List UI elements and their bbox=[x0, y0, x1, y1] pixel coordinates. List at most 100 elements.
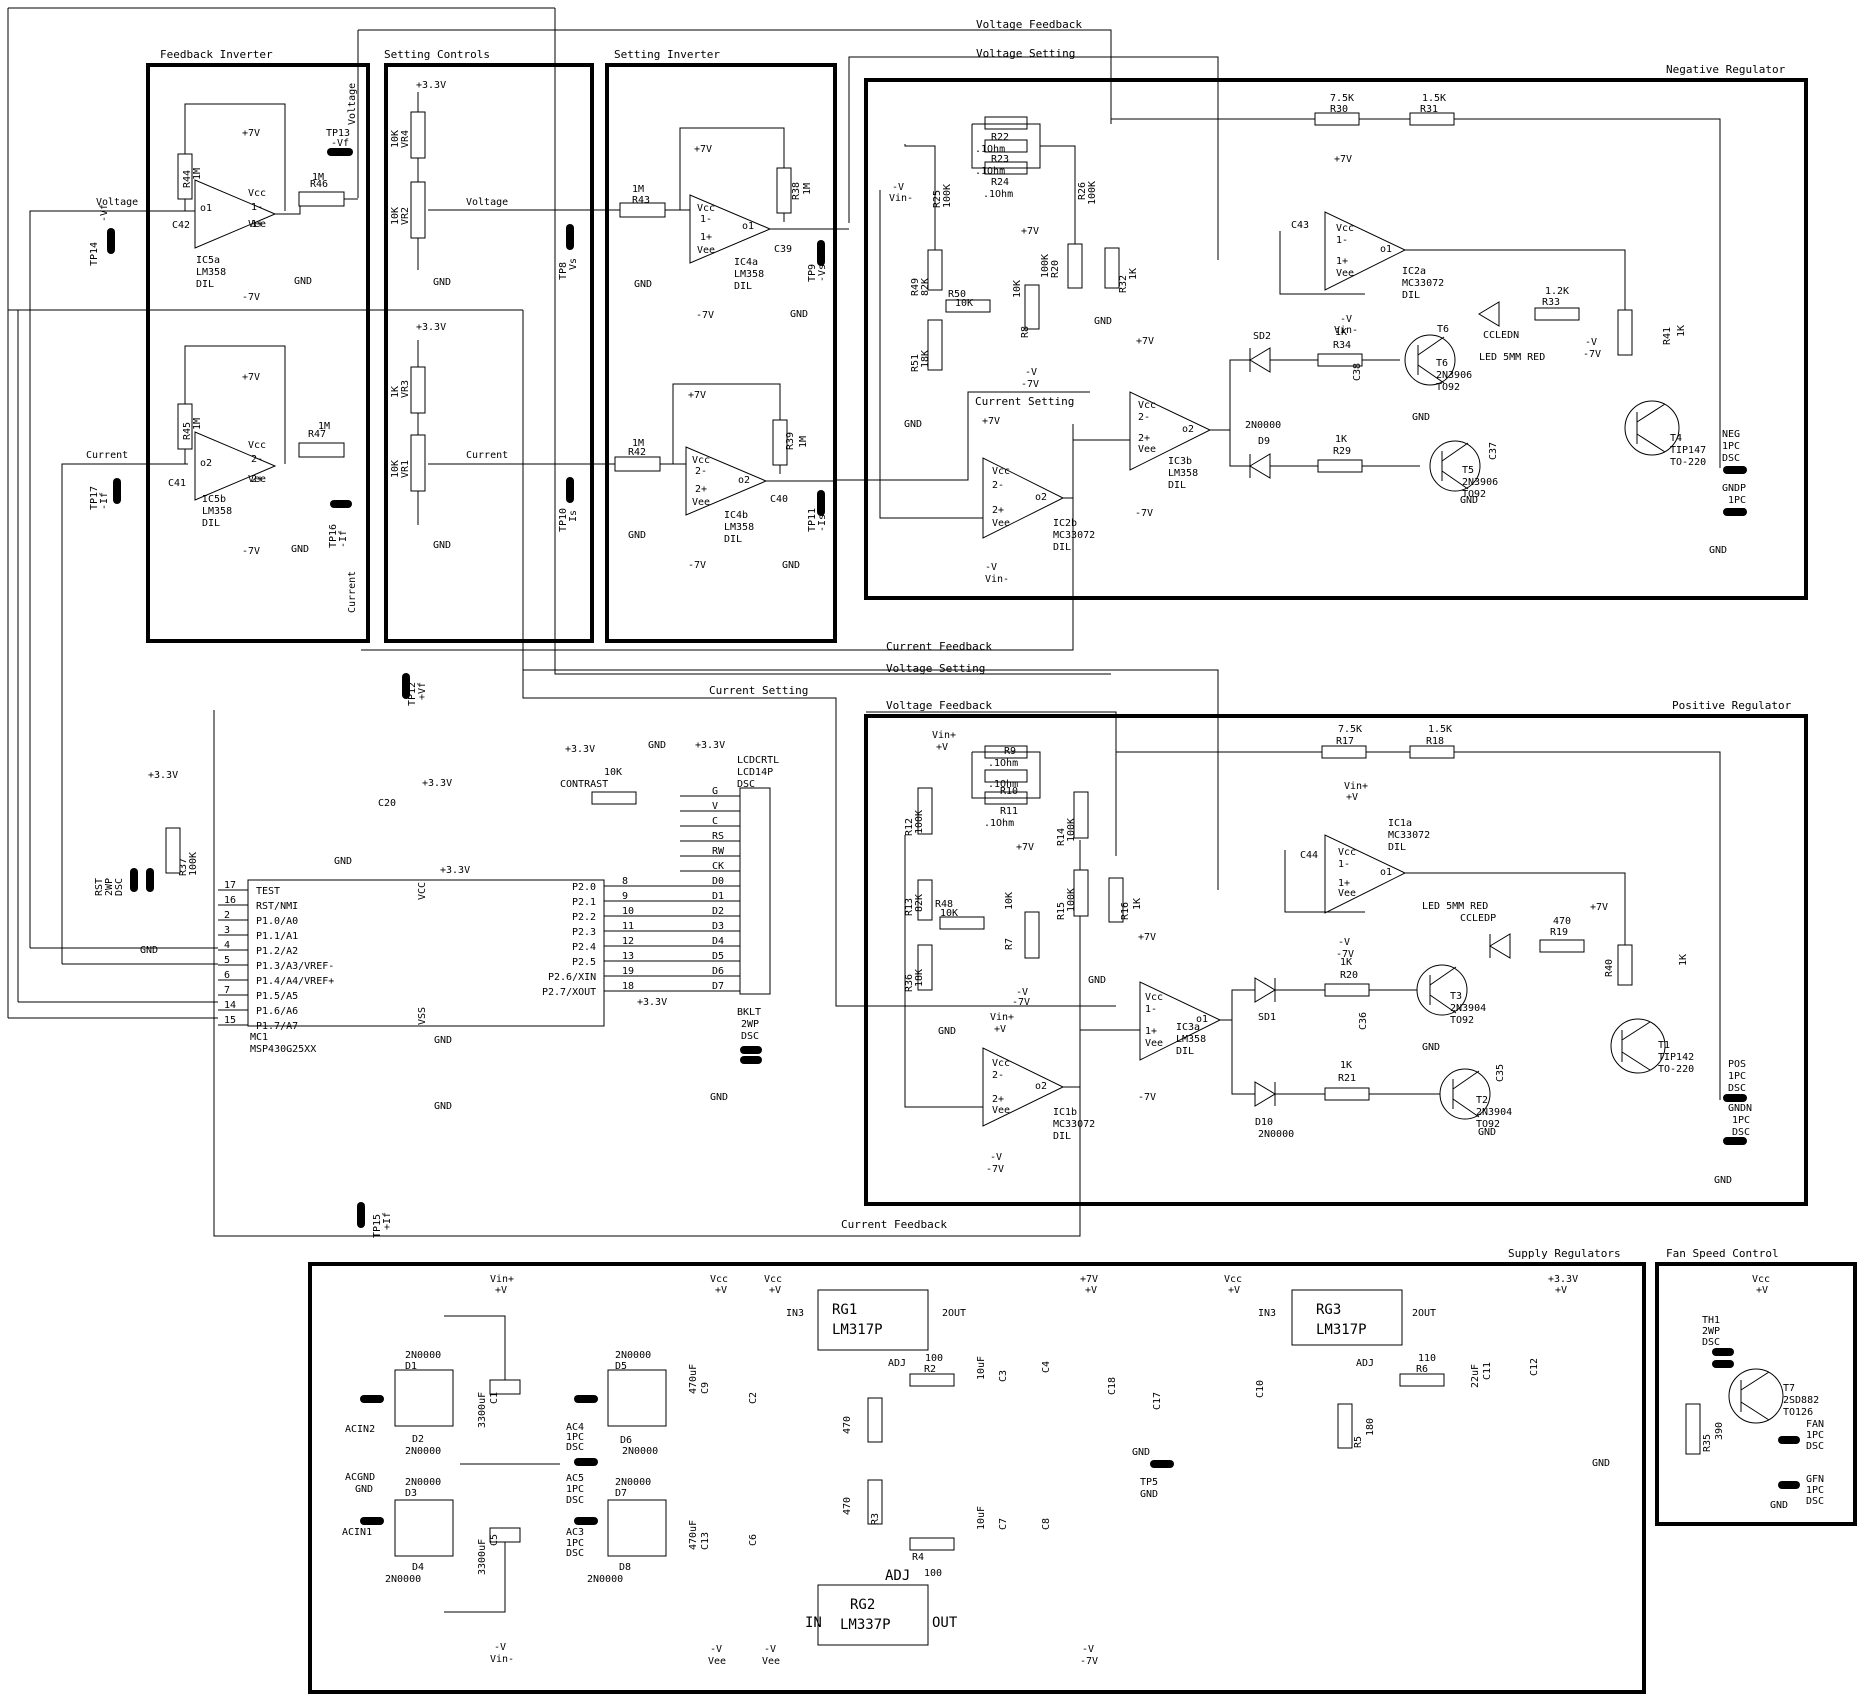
svg-text:DIL: DIL bbox=[1168, 480, 1186, 491]
svg-text:R14: R14 bbox=[1056, 828, 1067, 846]
svg-text:DSC: DSC bbox=[1806, 1496, 1824, 1507]
svg-text:-7V: -7V bbox=[242, 292, 260, 303]
svg-text:R2: R2 bbox=[924, 1364, 936, 1375]
svg-text:Vee: Vee bbox=[248, 219, 266, 230]
svg-text:DIL: DIL bbox=[734, 281, 752, 292]
svg-text:AC4: AC4 bbox=[566, 1422, 584, 1433]
svg-text:100K: 100K bbox=[1087, 181, 1098, 205]
svg-text:C35: C35 bbox=[1495, 1064, 1506, 1082]
svg-text:1PC: 1PC bbox=[1728, 495, 1746, 506]
tp9-test-point[interactable]: TP9 -Vs bbox=[807, 240, 828, 282]
svg-text:R35: R35 bbox=[1702, 1434, 1713, 1452]
neg-output-connector[interactable] bbox=[1723, 466, 1747, 516]
ic4a-opamp: 1M R43 o1 Vcc Vee 1- 1+ IC4a LM358 DIL R… bbox=[555, 127, 849, 321]
svg-text:P2.3: P2.3 bbox=[572, 927, 596, 938]
tp12-test-point[interactable]: TP12 +Vf bbox=[402, 673, 428, 706]
fan-connectors[interactable] bbox=[1712, 1348, 1800, 1489]
svg-text:o2: o2 bbox=[738, 475, 750, 486]
svg-text:1K: 1K bbox=[1132, 898, 1143, 910]
svg-text:LM337P: LM337P bbox=[840, 1617, 891, 1633]
svg-text:R21: R21 bbox=[1338, 1073, 1356, 1084]
svg-text:C44: C44 bbox=[1300, 850, 1318, 861]
svg-text:SD1: SD1 bbox=[1258, 1012, 1276, 1023]
rst-connector[interactable]: RST 2WP DSC bbox=[94, 868, 154, 896]
svg-text:NEG: NEG bbox=[1722, 429, 1740, 440]
svg-text:IN: IN bbox=[805, 1615, 822, 1631]
svg-text:CCLEDN: CCLEDN bbox=[1483, 330, 1519, 341]
svg-text:R49: R49 bbox=[910, 278, 921, 296]
voltage-setting-net: Voltage Setting Voltage Setting bbox=[523, 47, 1219, 890]
lcd-pin: D3 bbox=[680, 921, 740, 932]
svg-text:8: 8 bbox=[622, 876, 628, 887]
svg-text:DSC: DSC bbox=[566, 1442, 584, 1453]
svg-text:9: 9 bbox=[622, 891, 628, 902]
svg-text:GND: GND bbox=[1132, 1447, 1150, 1458]
svg-text:1PC: 1PC bbox=[1728, 1071, 1746, 1082]
lcd-pin: C bbox=[680, 816, 740, 827]
svg-text:P2.1: P2.1 bbox=[572, 897, 596, 908]
svg-text:o2: o2 bbox=[200, 458, 212, 469]
tp16-test-point[interactable]: TP16 -If bbox=[328, 500, 352, 548]
svg-text:C9: C9 bbox=[700, 1382, 711, 1394]
ac-input-connectors[interactable]: ACIN2 ACGND GND ACIN1 bbox=[342, 1395, 384, 1538]
svg-text:-If: -If bbox=[99, 492, 110, 510]
svg-text:+3.3V: +3.3V bbox=[148, 770, 178, 781]
svg-text:T6: T6 bbox=[1437, 324, 1449, 335]
svg-text:+3.3V: +3.3V bbox=[422, 778, 452, 789]
tp8-test-point[interactable]: TP8 Vs bbox=[558, 224, 579, 280]
contrast-pot[interactable]: 10K CONTRAST +3.3V GND +3.3V bbox=[560, 740, 725, 805]
svg-text:Vee: Vee bbox=[248, 474, 266, 485]
svg-text:2SD882: 2SD882 bbox=[1783, 1395, 1819, 1406]
tp14-test-point[interactable]: TP14 -Vf bbox=[89, 204, 115, 266]
lcd-pin: D0 bbox=[680, 876, 740, 887]
positive-regulator-circuit: R9 .1Ohm R10 .1Ohm R11 .1Ohm Vin+ +V R12… bbox=[904, 724, 1752, 1186]
svg-text:Vcc: Vcc bbox=[764, 1274, 782, 1285]
svg-text:Vcc: Vcc bbox=[992, 466, 1010, 477]
svg-text:ADJ: ADJ bbox=[1356, 1358, 1374, 1369]
svg-text:CONTRAST: CONTRAST bbox=[560, 779, 608, 790]
svg-text:D1: D1 bbox=[712, 891, 724, 902]
svg-text:-Is: -Is bbox=[817, 514, 828, 532]
svg-text:IC2b: IC2b bbox=[1053, 518, 1077, 529]
svg-text:-7V: -7V bbox=[688, 560, 706, 571]
tp17-test-point[interactable]: TP17 -If bbox=[89, 478, 121, 510]
svg-text:C20: C20 bbox=[378, 798, 396, 809]
svg-text:MC33072: MC33072 bbox=[1402, 278, 1444, 289]
svg-text:Fan Speed Control: Fan Speed Control bbox=[1666, 1247, 1779, 1260]
tp10-test-point[interactable]: TP10 Is bbox=[558, 477, 579, 532]
svg-text:1-: 1- bbox=[1338, 859, 1350, 870]
bklt-connector[interactable]: BKLT 2WP DSC +3.3V GND bbox=[637, 997, 762, 1103]
svg-text:-V: -V bbox=[1340, 314, 1352, 325]
svg-text:GND: GND bbox=[1088, 975, 1106, 986]
tp11-test-point[interactable]: TP11 -Is bbox=[807, 490, 828, 532]
svg-text:DSC: DSC bbox=[1702, 1337, 1720, 1348]
tp13-test-point[interactable]: TP13 -Vf bbox=[326, 128, 353, 156]
svg-text:1M: 1M bbox=[632, 438, 644, 449]
svg-text:DSC: DSC bbox=[566, 1548, 584, 1559]
svg-text:R5: R5 bbox=[1353, 1436, 1364, 1448]
svg-text:2N3906: 2N3906 bbox=[1462, 477, 1498, 488]
svg-text:10K: 10K bbox=[955, 298, 973, 309]
svg-text:R10: R10 bbox=[1000, 786, 1018, 797]
svg-text:R40: R40 bbox=[1604, 959, 1615, 977]
svg-text:TO92: TO92 bbox=[1436, 382, 1460, 393]
ic5b-opamp: o2 Vcc Vee 2- 2+ IC5b LM358 DIL R45 1M +… bbox=[86, 345, 358, 613]
svg-text:-7V: -7V bbox=[696, 310, 714, 321]
svg-text:TP16: TP16 bbox=[328, 524, 339, 548]
svg-text:12: 12 bbox=[622, 936, 634, 947]
svg-text:-If: -If bbox=[338, 530, 349, 548]
svg-text:o2: o2 bbox=[1035, 492, 1047, 503]
svg-text:+7V: +7V bbox=[1016, 842, 1034, 853]
svg-text:-7V: -7V bbox=[1135, 508, 1153, 519]
tp15-test-point[interactable]: TP15 +If bbox=[357, 1202, 393, 1238]
ac-aux-connectors[interactable]: AC4 1PC DSC AC5 1PC DSC AC3 1PC DSC bbox=[566, 1395, 598, 1559]
svg-text:TP12: TP12 bbox=[407, 682, 418, 706]
lcd-connector[interactable]: LCDCRTL LCD14P DSC GVCRSRWCKD0D1D2D3D4D5… bbox=[680, 755, 779, 995]
svg-text:TP8: TP8 bbox=[558, 262, 569, 280]
mcu-pin: 2P1.0/A0 bbox=[218, 910, 298, 927]
pos-output-connector[interactable] bbox=[1723, 1094, 1747, 1145]
svg-text:OUT: OUT bbox=[932, 1615, 958, 1631]
lcd-pin: G bbox=[680, 786, 740, 797]
tp5-gnd-connector[interactable]: GND TP5 GND bbox=[1132, 1447, 1174, 1500]
svg-text:C40: C40 bbox=[770, 494, 788, 505]
